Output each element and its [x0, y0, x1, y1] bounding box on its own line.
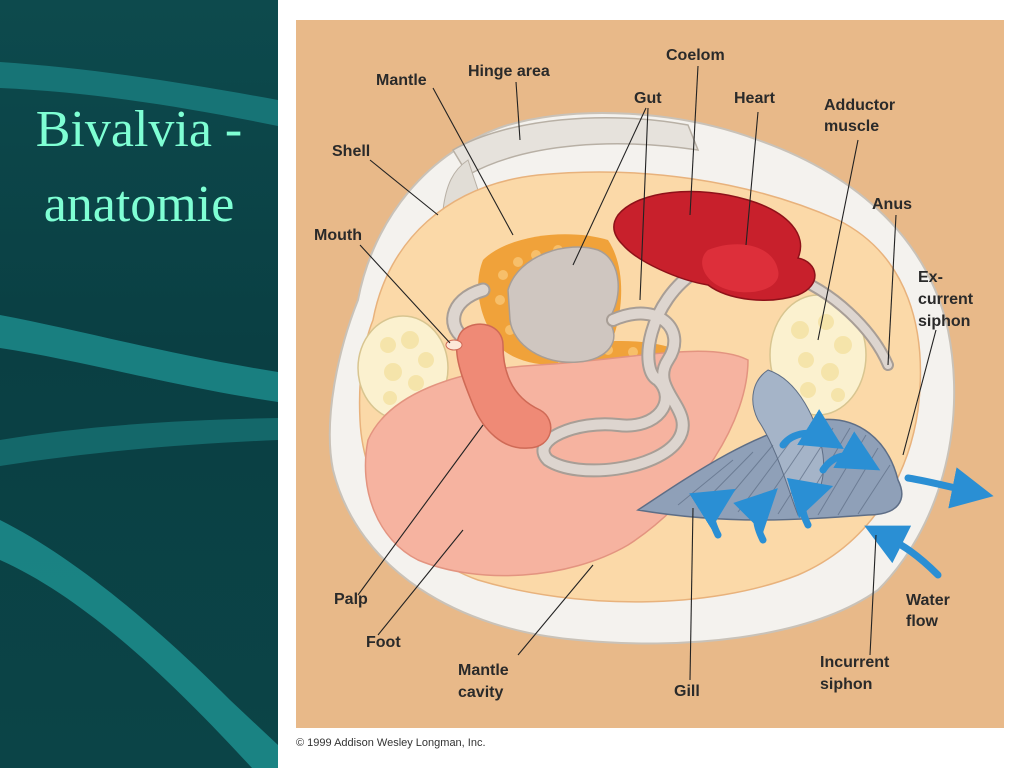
anatomy-diagram: Mantle Hinge area Coelom Gut Heart Adduc…: [296, 20, 1004, 728]
label-incurrent-2: siphon: [820, 676, 872, 693]
water-flow-arrows: [689, 409, 994, 579]
hinge-ridge: [451, 116, 700, 177]
title-line-1: Bivalvia -: [35, 101, 243, 158]
label-adductor-2: muscle: [824, 118, 879, 135]
label-coelom: Coelom: [666, 47, 725, 64]
label-incurrent-1: Incurrent: [820, 654, 890, 671]
title-line-2: anatomie: [43, 176, 235, 234]
label-mantle-cavity-2: cavity: [458, 684, 503, 701]
label-excurrent-1: Ex-: [918, 269, 943, 286]
label-excurrent-3: siphon: [918, 313, 970, 330]
intestine: [538, 252, 793, 476]
label-mantle-cavity-1: Mantle: [458, 662, 509, 679]
label-water-flow-1: Water: [906, 592, 950, 609]
label-anus: Anus: [872, 196, 912, 213]
label-water-flow-2: flow: [906, 613, 939, 630]
copyright-notice: © 1999 Addison Wesley Longman, Inc.: [296, 737, 486, 749]
title-panel: Bivalvia - anatomie: [0, 0, 278, 768]
palp: [455, 323, 552, 449]
label-gut: Gut: [634, 90, 662, 107]
label-foot: Foot: [366, 634, 401, 651]
slide-title: Bivalvia - anatomie: [0, 92, 278, 243]
label-palp: Palp: [334, 591, 368, 608]
label-heart: Heart: [734, 90, 776, 107]
label-shell: Shell: [332, 143, 370, 160]
decorative-waves: [0, 62, 278, 768]
label-adductor-1: Adductor: [824, 97, 895, 114]
label-gill: Gill: [674, 683, 700, 700]
label-mouth: Mouth: [314, 227, 362, 244]
label-excurrent-2: current: [918, 291, 974, 308]
leader-lines: [357, 65, 937, 681]
label-hinge-area: Hinge area: [468, 63, 550, 80]
bivalve-anatomy-figure: Mantle Hinge area Coelom Gut Heart Adduc…: [278, 0, 1024, 768]
label-mantle: Mantle: [376, 72, 427, 89]
